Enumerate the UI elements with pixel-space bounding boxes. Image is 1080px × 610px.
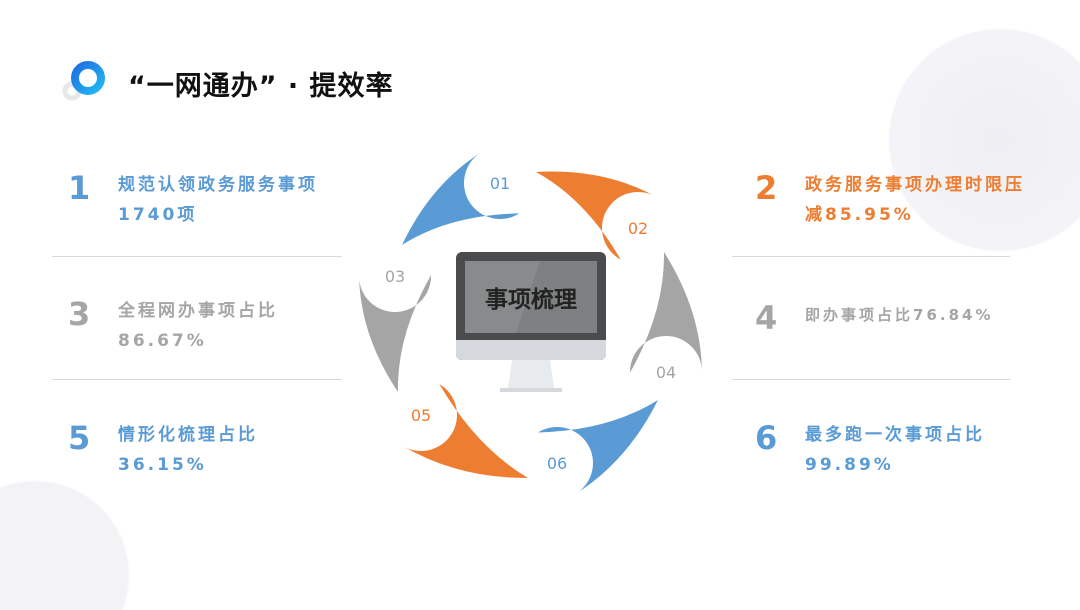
stat-item-1: 1 规范认领政务服务事项1740项	[68, 170, 348, 230]
monitor-icon: 事项梳理	[456, 252, 606, 392]
stat-text: 政务服务事项办理时限压减85.95%	[805, 175, 1025, 225]
stat-text: 即办事项占比76.84%	[805, 306, 994, 324]
stat-item-3: 3 全程网办事项占比86.67%	[68, 296, 348, 356]
petal-badge	[480, 163, 520, 203]
stat-text: 最多跑一次事项占比99.89%	[805, 425, 985, 475]
petal-06	[537, 400, 658, 494]
stat-number: 4	[755, 299, 778, 337]
stat-item-2: 2 政务服务事项办理时限压减85.95%	[755, 170, 1035, 230]
stat-number: 6	[755, 419, 778, 457]
petal-number: 05	[411, 406, 431, 425]
page-title: “一网通办” · 提效率	[128, 71, 394, 102]
petal-badge	[401, 395, 441, 435]
logo-icon	[62, 61, 105, 101]
petal-number: 04	[656, 363, 676, 382]
petal-01	[402, 152, 520, 245]
petal-02	[536, 171, 656, 260]
petal-badge	[618, 208, 658, 248]
stat-item-4: 4 即办事项占比76.84%	[755, 300, 1055, 336]
stat-number: 5	[68, 419, 91, 457]
petal-badge	[646, 352, 686, 392]
divider	[52, 379, 342, 380]
stat-item-6: 6 最多跑一次事项占比99.89%	[755, 420, 1035, 480]
divider	[732, 256, 1010, 257]
stat-text: 全程网办事项占比86.67%	[118, 301, 278, 351]
stat-number: 3	[68, 295, 91, 333]
stat-item-5: 5 情形化梳理占比36.15%	[68, 420, 348, 480]
petal-05	[402, 383, 528, 479]
stat-text: 规范认领政务服务事项1740项	[118, 175, 318, 225]
petal-badge	[537, 443, 577, 483]
stat-number: 2	[755, 169, 778, 207]
petal-number: 02	[628, 219, 648, 238]
divider	[732, 379, 1010, 380]
center-label: 事项梳理	[485, 286, 577, 313]
stat-text: 情形化梳理占比36.15%	[118, 425, 258, 475]
petal-number: 03	[385, 267, 405, 286]
petal-04	[629, 252, 702, 373]
petal-badge	[375, 256, 415, 296]
petal-03	[359, 275, 431, 392]
petal-number: 06	[547, 454, 567, 473]
petal-number: 01	[490, 174, 510, 193]
stat-number: 1	[68, 169, 91, 207]
divider	[52, 256, 342, 257]
